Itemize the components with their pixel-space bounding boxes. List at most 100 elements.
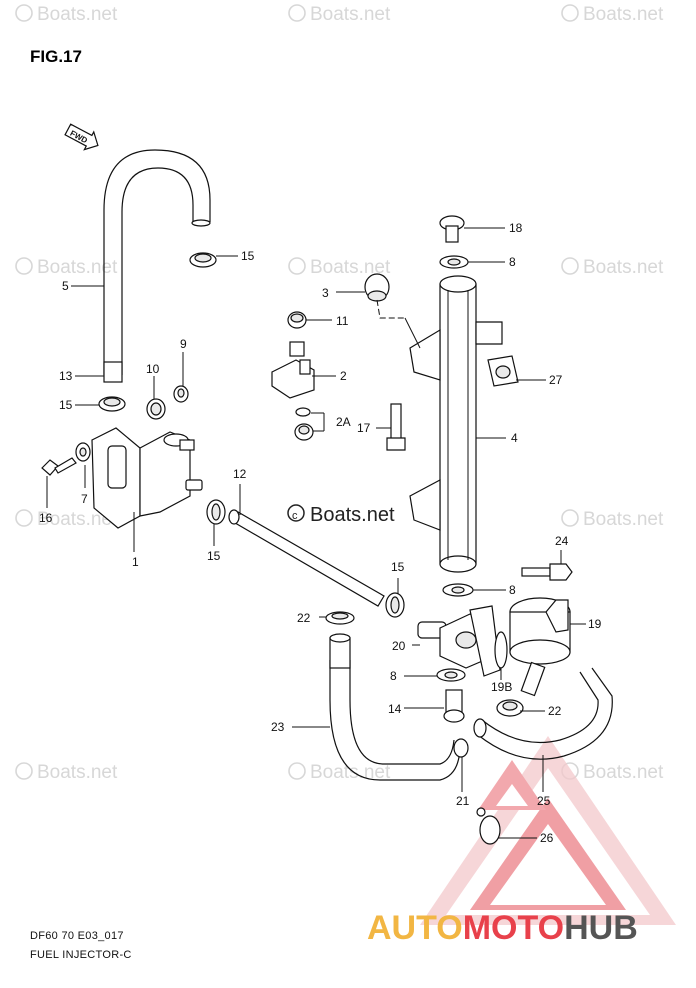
hose-12: [228, 509, 385, 607]
bushing-10: [146, 398, 166, 420]
copyright-circle-icon: [561, 509, 579, 527]
copyright-circle-icon: [15, 509, 33, 527]
watermark-text: Boats.net: [37, 4, 118, 25]
callout-label: 4: [511, 431, 518, 445]
hose-clamp: [189, 252, 217, 268]
copyright-circle-icon: [561, 4, 579, 22]
copyright-circle-icon: [561, 257, 579, 275]
leader-lines: [46, 227, 586, 839]
callout-label: 15: [59, 398, 73, 412]
callout-labels: 1 2 2A 3 4 5 7 8 8 8 9 10 11 12 13 14 15…: [39, 221, 602, 845]
callout-label: 8: [509, 255, 516, 269]
watermark-text: Boats.net: [310, 4, 391, 25]
callout-label: 9: [180, 337, 187, 351]
delivery-pipe-4: [409, 275, 503, 573]
svg-text:c: c: [292, 510, 298, 522]
cap-3: [364, 273, 390, 302]
callout-label: 17: [357, 421, 371, 435]
seal-19b: [494, 631, 508, 669]
callout-label: 19B: [491, 680, 512, 694]
callout-label: 5: [62, 279, 69, 293]
figure-name: FUEL INJECTOR-C: [30, 949, 132, 961]
copyright-circle-icon: [288, 4, 306, 22]
washer-8: [439, 255, 469, 269]
center-watermark: c Boats.net: [287, 504, 395, 526]
hose-5: [103, 149, 211, 383]
callout-label: 14: [388, 702, 402, 716]
automotohub-logo: AUTOMOTOHUB: [367, 736, 676, 947]
logo-text-moto: MOTO: [463, 909, 564, 947]
logo-text-hub: HUB: [564, 909, 638, 947]
watermark: Boats.net: [288, 4, 391, 25]
washer-8: [436, 668, 466, 682]
copyright-circle-icon: [15, 762, 33, 780]
callout-label: 26: [540, 831, 554, 845]
cap-11: [287, 311, 307, 329]
callout-label: 21: [456, 794, 470, 808]
callout-label: 15: [391, 560, 405, 574]
copyright-circle-icon: [15, 4, 33, 22]
watermark-layer: Boats.net Boats.net Boats.net Boats.net …: [15, 4, 664, 783]
logo-triangle-icon: [420, 736, 676, 925]
seal-2a: [294, 423, 314, 441]
logo-text-auto: AUTO: [367, 909, 463, 947]
pressure-regulator-19: [509, 597, 571, 697]
clip-26: [476, 807, 501, 845]
watermark-text: Boats.net: [310, 257, 391, 278]
bolt-14: [443, 689, 465, 723]
hose-clamp-22: [496, 699, 524, 717]
figure-code: DF60 70 E03_017: [30, 930, 124, 942]
bolt-16: [41, 457, 77, 476]
watermark: Boats.net: [15, 257, 118, 278]
watermark-text: Boats.net: [37, 509, 118, 530]
copyright-circle-icon: [15, 257, 33, 275]
watermark-text: Boats.net: [37, 257, 118, 278]
watermark-text: Boats.net: [583, 4, 664, 25]
watermark: Boats.net: [561, 257, 664, 278]
washer-8: [442, 583, 474, 597]
callout-label: 7: [81, 492, 88, 506]
hose-clamp-21: [453, 738, 469, 758]
hose-25: [473, 667, 613, 760]
fuel-pump-1: [91, 427, 203, 529]
callout-label: 20: [392, 639, 406, 653]
clip-27: [487, 355, 519, 387]
callout-label: 22: [297, 611, 311, 625]
callout-label: 23: [271, 720, 285, 734]
callout-label: 2: [340, 369, 347, 383]
callout-label: 15: [207, 549, 221, 563]
callout-label: 3: [322, 286, 329, 300]
callout-label: 16: [39, 511, 53, 525]
bolt-18: [439, 215, 465, 243]
callout-label: 27: [549, 373, 563, 387]
watermark-text: Boats.net: [37, 762, 118, 783]
watermark-text: Boats.net: [583, 762, 664, 783]
o-ring-2a: [295, 407, 311, 417]
union-20: [417, 605, 501, 677]
callout-label: 25: [537, 794, 551, 808]
callout-label: 12: [233, 467, 247, 481]
callout-label: 8: [390, 669, 397, 683]
watermark-text: Boats.net: [583, 509, 664, 530]
callout-label: 10: [146, 362, 160, 376]
copyright-circle-icon: [288, 762, 306, 780]
watermark: Boats.net: [15, 509, 118, 530]
callout-label: 19: [588, 617, 602, 631]
bolt-24: [521, 563, 573, 581]
callout-label: 11: [336, 314, 349, 328]
center-watermark-text: Boats.net: [310, 504, 395, 526]
watermark: Boats.net: [561, 509, 664, 530]
callout-label: 13: [59, 369, 73, 383]
bolt-17: [386, 403, 406, 451]
callout-label: 15: [241, 249, 255, 263]
watermark-text: Boats.net: [310, 762, 391, 783]
callout-label: 24: [555, 534, 569, 548]
hose-clamp: [98, 396, 126, 412]
callout-label: 8: [509, 583, 516, 597]
copyright-circle-icon: [288, 257, 306, 275]
grommet-9: [173, 385, 189, 403]
callout-label: 22: [548, 704, 562, 718]
watermark: Boats.net: [561, 4, 664, 25]
figure-title: FIG.17: [30, 47, 82, 66]
